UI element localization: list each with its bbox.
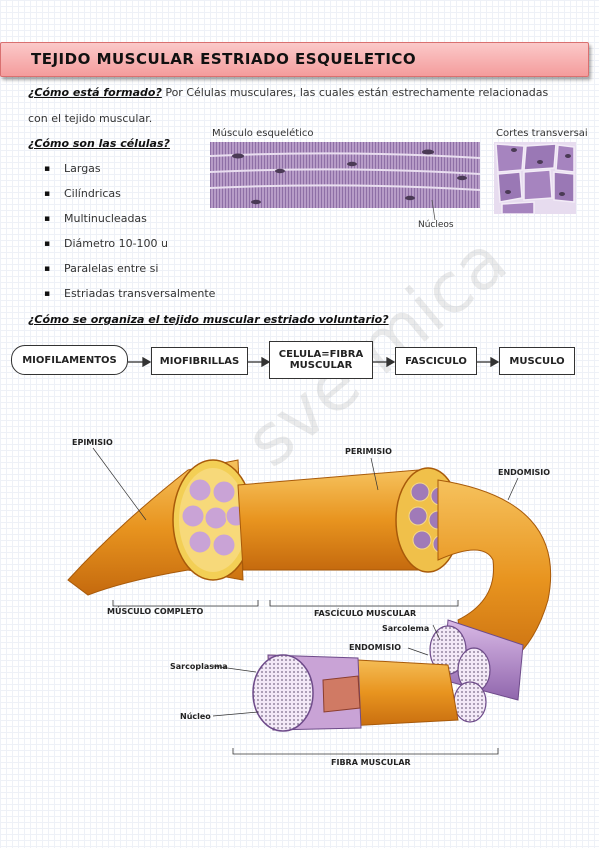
flow-step-miofibrillas: MIOFIBRILLAS <box>151 347 248 375</box>
flow-step-miofilamentos: MIOFILAMENTOS <box>11 345 128 375</box>
label-fibra-muscular: FIBRA MUSCULAR <box>331 758 411 767</box>
page-title: TEJIDO MUSCULAR ESTRIADO ESQUELETICO <box>31 50 417 68</box>
longitudinal-section-image <box>210 142 480 221</box>
list-item: Paralelas entre si <box>44 260 215 285</box>
cell-characteristics-list: Largas Cilíndricas Multinucleadas Diámet… <box>44 160 215 310</box>
label-perimisio: PERIMISIO <box>345 447 392 456</box>
intro-question: ¿Cómo está formado? <box>28 86 162 99</box>
flow-arrows <box>128 356 500 368</box>
list-item: Estriadas transversalmente <box>44 285 215 310</box>
cells-question: ¿Cómo son las células? <box>28 137 170 150</box>
intro-line-1: ¿Cómo está formado? Por Células muscular… <box>28 86 548 99</box>
label-epimisio: EPIMISIO <box>72 438 113 447</box>
label-musculo-completo: MÚSCULO COMPLETO <box>107 607 204 616</box>
intro-line-2: con el tejido muscular. <box>28 112 153 125</box>
flow-step-celula-fibra: CELULA=FIBRA MUSCULAR <box>269 341 373 379</box>
list-item: Diámetro 10-100 u <box>44 235 215 260</box>
list-item: Cilíndricas <box>44 185 215 210</box>
label-fasciculo-muscular: FASCÍCULO MUSCULAR <box>314 609 417 618</box>
muscle-structure-diagram <box>67 447 552 755</box>
label-sarcolema: Sarcolema <box>382 624 430 633</box>
flow-step-fasciculo: FASCICULO <box>395 347 477 375</box>
label-endomisio-top: ENDOMISIO <box>498 468 551 477</box>
micrograph-label: Cortes transversai <box>496 128 588 139</box>
organization-question: ¿Cómo se organiza el tejido muscular est… <box>28 313 389 326</box>
flow-step-musculo: MUSCULO <box>499 347 575 375</box>
label-sarcoplasma: Sarcoplasma <box>170 662 228 671</box>
nuclei-label: Núcleos <box>418 220 454 230</box>
list-item: Largas <box>44 160 215 185</box>
cross-section-image <box>494 142 576 214</box>
label-endomisio-mid: ENDOMISIO <box>349 643 402 652</box>
intro-answer: Por Células musculares, las cuales están… <box>161 86 549 99</box>
title-banner: TEJIDO MUSCULAR ESTRIADO ESQUELETICO <box>0 42 589 77</box>
list-item: Multinucleadas <box>44 210 215 235</box>
label-nucleo: Núcleo <box>180 712 211 721</box>
micrograph-label: Músculo esquelético <box>212 128 314 139</box>
